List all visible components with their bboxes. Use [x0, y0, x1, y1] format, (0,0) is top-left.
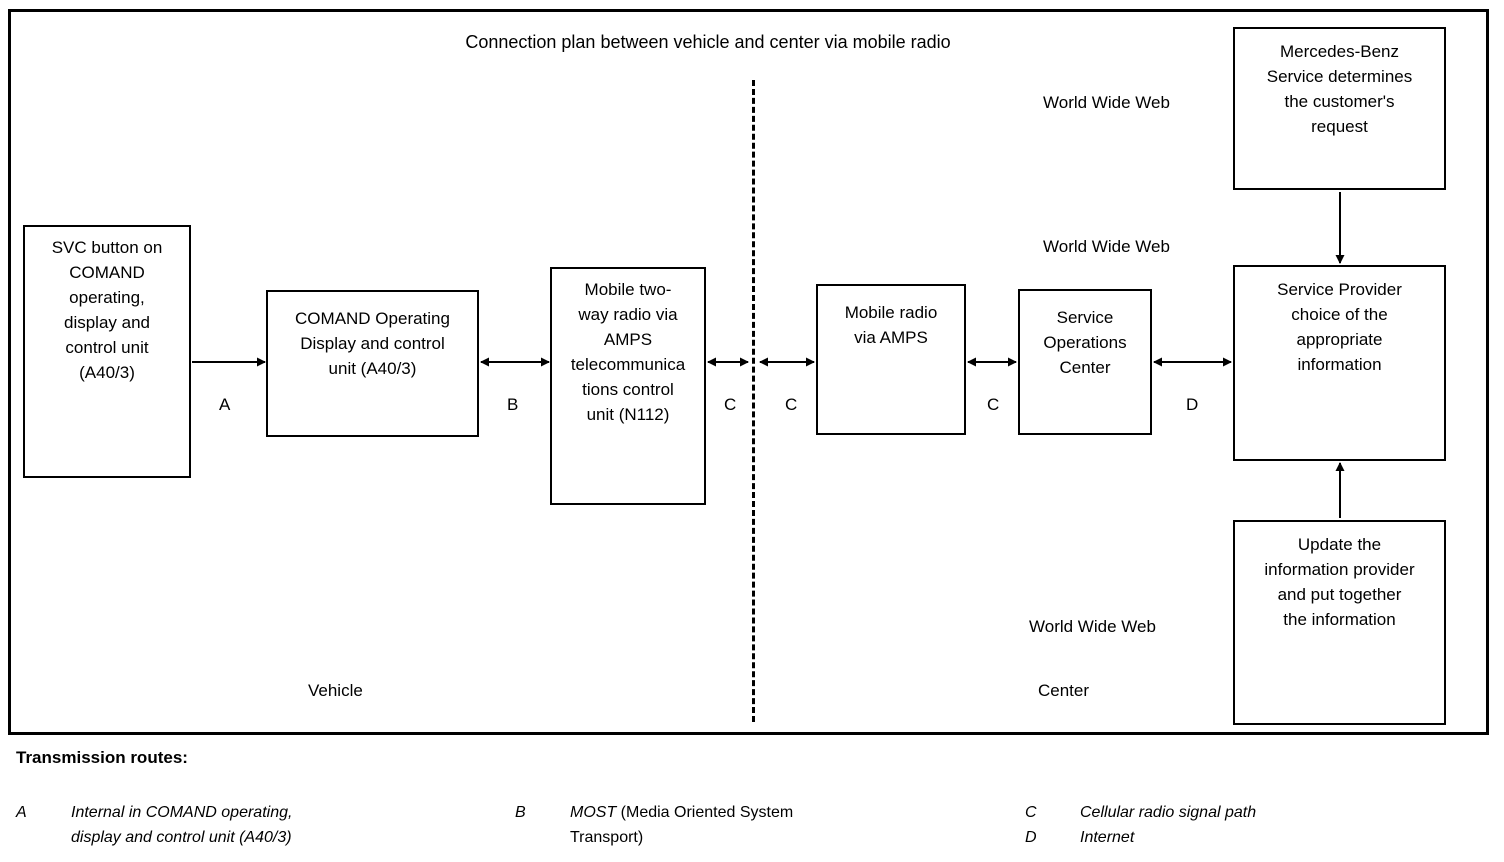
node-svc-button[interactable]: SVC button on COMAND operating, display …	[23, 225, 191, 478]
legend-key-c: C	[1025, 804, 1037, 821]
node-mercedes-benz-service-label: Mercedes-Benz Service determines the cus…	[1266, 42, 1413, 136]
node-mobile-two-way-radio-label: Mobile two- way radio via AMPS telecommu…	[570, 280, 686, 424]
node-service-operations-center-label: Service Operations Center	[1043, 308, 1127, 377]
node-update-information-label: Update the information provider and put …	[1264, 535, 1415, 629]
legend-key-d: D	[1025, 829, 1037, 846]
legend-desc-b-upright: (Media Oriented System Transport)	[570, 804, 794, 846]
route-marker-a: A	[219, 395, 231, 414]
diagram-outer-frame	[8, 9, 1489, 735]
legend-desc-a-italic: Internal in COMAND operating, display an…	[71, 804, 293, 846]
legend-desc-c-italic: Cellular radio signal path	[1080, 804, 1257, 821]
label-world-wide-web-top: World Wide Web	[1043, 93, 1170, 112]
legend-desc-b-italic: MOST	[570, 804, 621, 821]
legend-desc-b: MOST (Media Oriented System Transport)	[570, 800, 935, 850]
node-service-operations-center[interactable]: Service Operations Center	[1018, 289, 1152, 435]
node-comand-unit[interactable]: COMAND Operating Display and control uni…	[266, 290, 479, 437]
route-marker-b: B	[507, 395, 519, 414]
legend-key-b: B	[515, 804, 526, 821]
route-marker-c-left: C	[724, 395, 737, 414]
node-service-provider-label: Service Provider choice of the appropria…	[1277, 280, 1402, 374]
route-marker-c-right: C	[785, 395, 798, 414]
node-service-provider[interactable]: Service Provider choice of the appropria…	[1233, 265, 1446, 461]
legend-entry-d: D Internet	[1025, 825, 1445, 850]
label-world-wide-web-middle: World Wide Web	[1043, 237, 1170, 256]
node-mercedes-benz-service[interactable]: Mercedes-Benz Service determines the cus…	[1233, 27, 1446, 190]
legend-desc-d-italic: Internet	[1080, 829, 1135, 846]
vehicle-center-dashed-divider	[752, 80, 755, 722]
legend-desc-a: Internal in COMAND operating, display an…	[71, 800, 466, 850]
legend-entry-a: A Internal in COMAND operating, display …	[16, 800, 466, 850]
node-mobile-radio-amps-label: Mobile radio via AMPS	[844, 303, 938, 347]
node-svc-button-label: SVC button on COMAND operating, display …	[51, 238, 163, 382]
legend-title: Transmission routes:	[16, 748, 188, 767]
node-mobile-two-way-radio[interactable]: Mobile two- way radio via AMPS telecommu…	[550, 267, 706, 505]
label-world-wide-web-bottom: World Wide Web	[1029, 617, 1156, 636]
route-marker-c-center: C	[987, 395, 1000, 414]
label-vehicle-side: Vehicle	[308, 681, 363, 700]
legend-entry-b: B MOST (Media Oriented System Transport)	[515, 800, 935, 850]
legend-desc-d: Internet	[1080, 825, 1445, 850]
legend-desc-c: Cellular radio signal path	[1080, 800, 1445, 825]
node-comand-unit-label: COMAND Operating Display and control uni…	[295, 309, 450, 378]
legend-entry-c: C Cellular radio signal path	[1025, 800, 1445, 825]
diagram-title: Connection plan between vehicle and cent…	[465, 32, 951, 52]
node-update-information[interactable]: Update the information provider and put …	[1233, 520, 1446, 725]
legend-key-a: A	[16, 804, 27, 821]
node-mobile-radio-amps[interactable]: Mobile radio via AMPS	[816, 284, 966, 435]
label-center-side: Center	[1038, 681, 1090, 700]
route-marker-d: D	[1186, 395, 1199, 414]
